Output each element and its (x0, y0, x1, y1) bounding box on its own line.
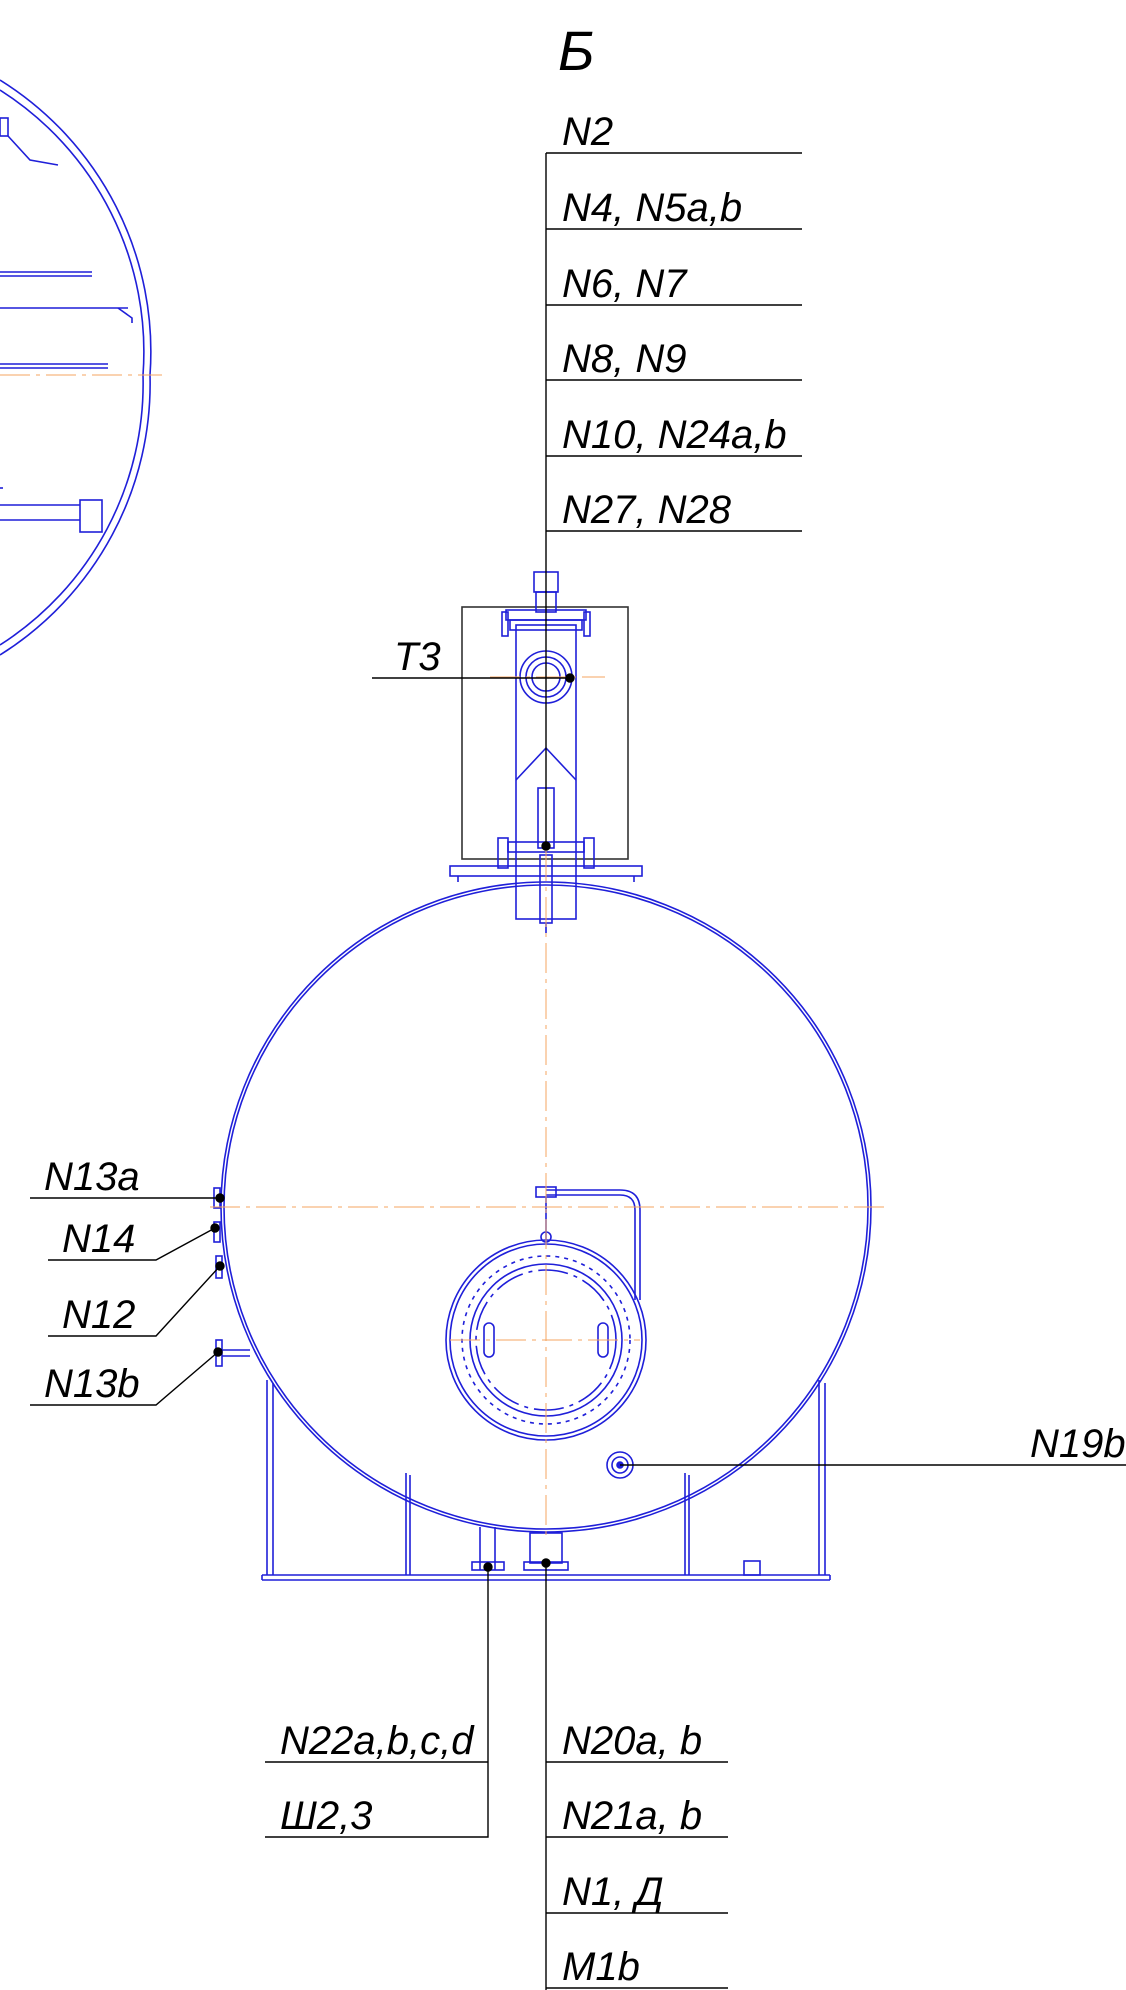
instrument-label-t3: T3 (394, 635, 441, 679)
part-label-sh23: Ш2,3 (280, 1794, 372, 1838)
nozzle-label-n2: N2 (562, 110, 613, 154)
nozzle-label-n6-n7: N6, N7 (562, 262, 688, 306)
nozzle-label-n22: N22a,b,c,d (280, 1719, 475, 1763)
nozzle-label-n8-n9: N8, N9 (562, 337, 687, 381)
nozzle-label-n14: N14 (62, 1217, 135, 1261)
nozzle-label-n13a: N13a (44, 1155, 140, 1199)
nozzle-label-n1-d: N1, Д (562, 1870, 664, 1914)
leader-lines (30, 152, 1126, 1990)
nozzle-label-n4-n5: N4, N5a,b (562, 186, 742, 230)
centerlines (210, 575, 885, 1535)
nozzle-label-n10-n24: N10, N24a,b (562, 413, 787, 457)
nozzle-label-n27-n28: N27, N28 (562, 488, 732, 532)
detail-view-partial (0, 79, 152, 656)
nozzle-label-n19b: N19b (1030, 1422, 1126, 1466)
nozzle-label-m1b: M1b (562, 1945, 640, 1989)
nozzle-label-n13b: N13b (44, 1362, 140, 1406)
nozzle-label-n20: N20a, b (562, 1719, 702, 1763)
nozzle-label-n12: N12 (62, 1293, 135, 1337)
nozzle-label-n21: N21a, b (562, 1794, 702, 1838)
view-title: Б (558, 19, 594, 82)
